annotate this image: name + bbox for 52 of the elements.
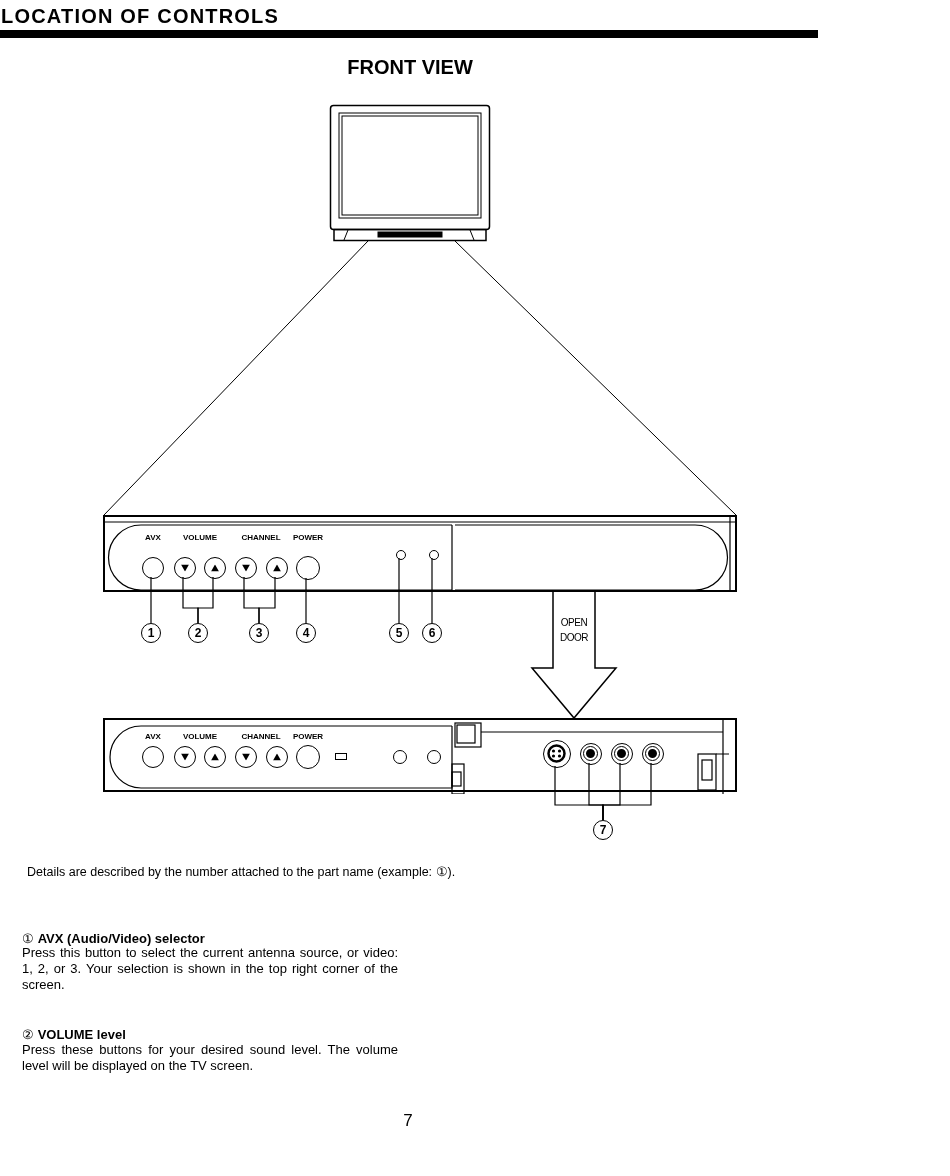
push-button xyxy=(296,556,320,580)
up-button xyxy=(266,746,288,768)
down-button xyxy=(174,557,196,579)
leader-line xyxy=(398,557,400,624)
sensor-light xyxy=(429,550,439,560)
control-label: POWER xyxy=(292,733,324,741)
up-button xyxy=(266,557,288,579)
section-heading: ① AVX (Audio/Video) selector xyxy=(22,930,206,948)
callout-number: 1 xyxy=(141,623,161,643)
control-label: CHANNEL xyxy=(241,534,281,542)
section-heading: ② VOLUME level xyxy=(22,1026,127,1044)
up-button xyxy=(204,746,226,768)
sensor-light xyxy=(393,750,407,764)
callout-number: 2 xyxy=(188,623,208,643)
sensor-light xyxy=(427,750,441,764)
leader-line xyxy=(602,762,652,821)
push-button xyxy=(296,745,320,769)
control-label: AVX xyxy=(145,534,161,542)
down-button xyxy=(235,746,257,768)
control-label: VOLUME xyxy=(182,534,218,542)
indicator-light xyxy=(335,753,347,760)
av-jack xyxy=(611,743,633,765)
view-heading: FRONT VIEW xyxy=(346,55,474,80)
control-label: VOLUME xyxy=(182,733,218,741)
av-jack xyxy=(642,743,664,765)
callout-number: 4 xyxy=(296,623,316,643)
page-number: 7 xyxy=(402,1110,414,1132)
page-title: LOCATION OF CONTROLS xyxy=(1,6,280,26)
note-text: Details are described by the number attached to the part name (example: ①). xyxy=(27,864,457,881)
leader-line xyxy=(431,557,433,624)
leader-line xyxy=(197,576,214,624)
leader-line xyxy=(258,576,276,624)
up-button xyxy=(204,557,226,579)
section-text: Press this button to select the current antenna source, or video: 1, 2, or 3. Your selection is shown in the top right corner of the screen. xyxy=(22,945,398,993)
leader-line xyxy=(150,576,152,624)
push-button xyxy=(142,557,164,579)
control-label: POWER xyxy=(292,534,324,542)
section-text: Press these buttons for your desired sound level. The volume level will be displayed on the TV screen. xyxy=(22,1042,398,1074)
callout-number: 7 xyxy=(593,820,613,840)
control-label: AVX xyxy=(145,733,161,741)
down-button xyxy=(174,746,196,768)
open-front-panel xyxy=(103,718,737,792)
s-video-jack xyxy=(543,740,571,768)
down-button xyxy=(235,557,257,579)
push-button xyxy=(142,746,164,768)
callout-number: 5 xyxy=(389,623,409,643)
leader-line xyxy=(305,577,307,624)
control-label: CHANNEL xyxy=(241,733,281,741)
sensor-light xyxy=(396,550,406,560)
av-jack xyxy=(580,743,602,765)
callout-number: 6 xyxy=(422,623,442,643)
callout-number: 3 xyxy=(249,623,269,643)
